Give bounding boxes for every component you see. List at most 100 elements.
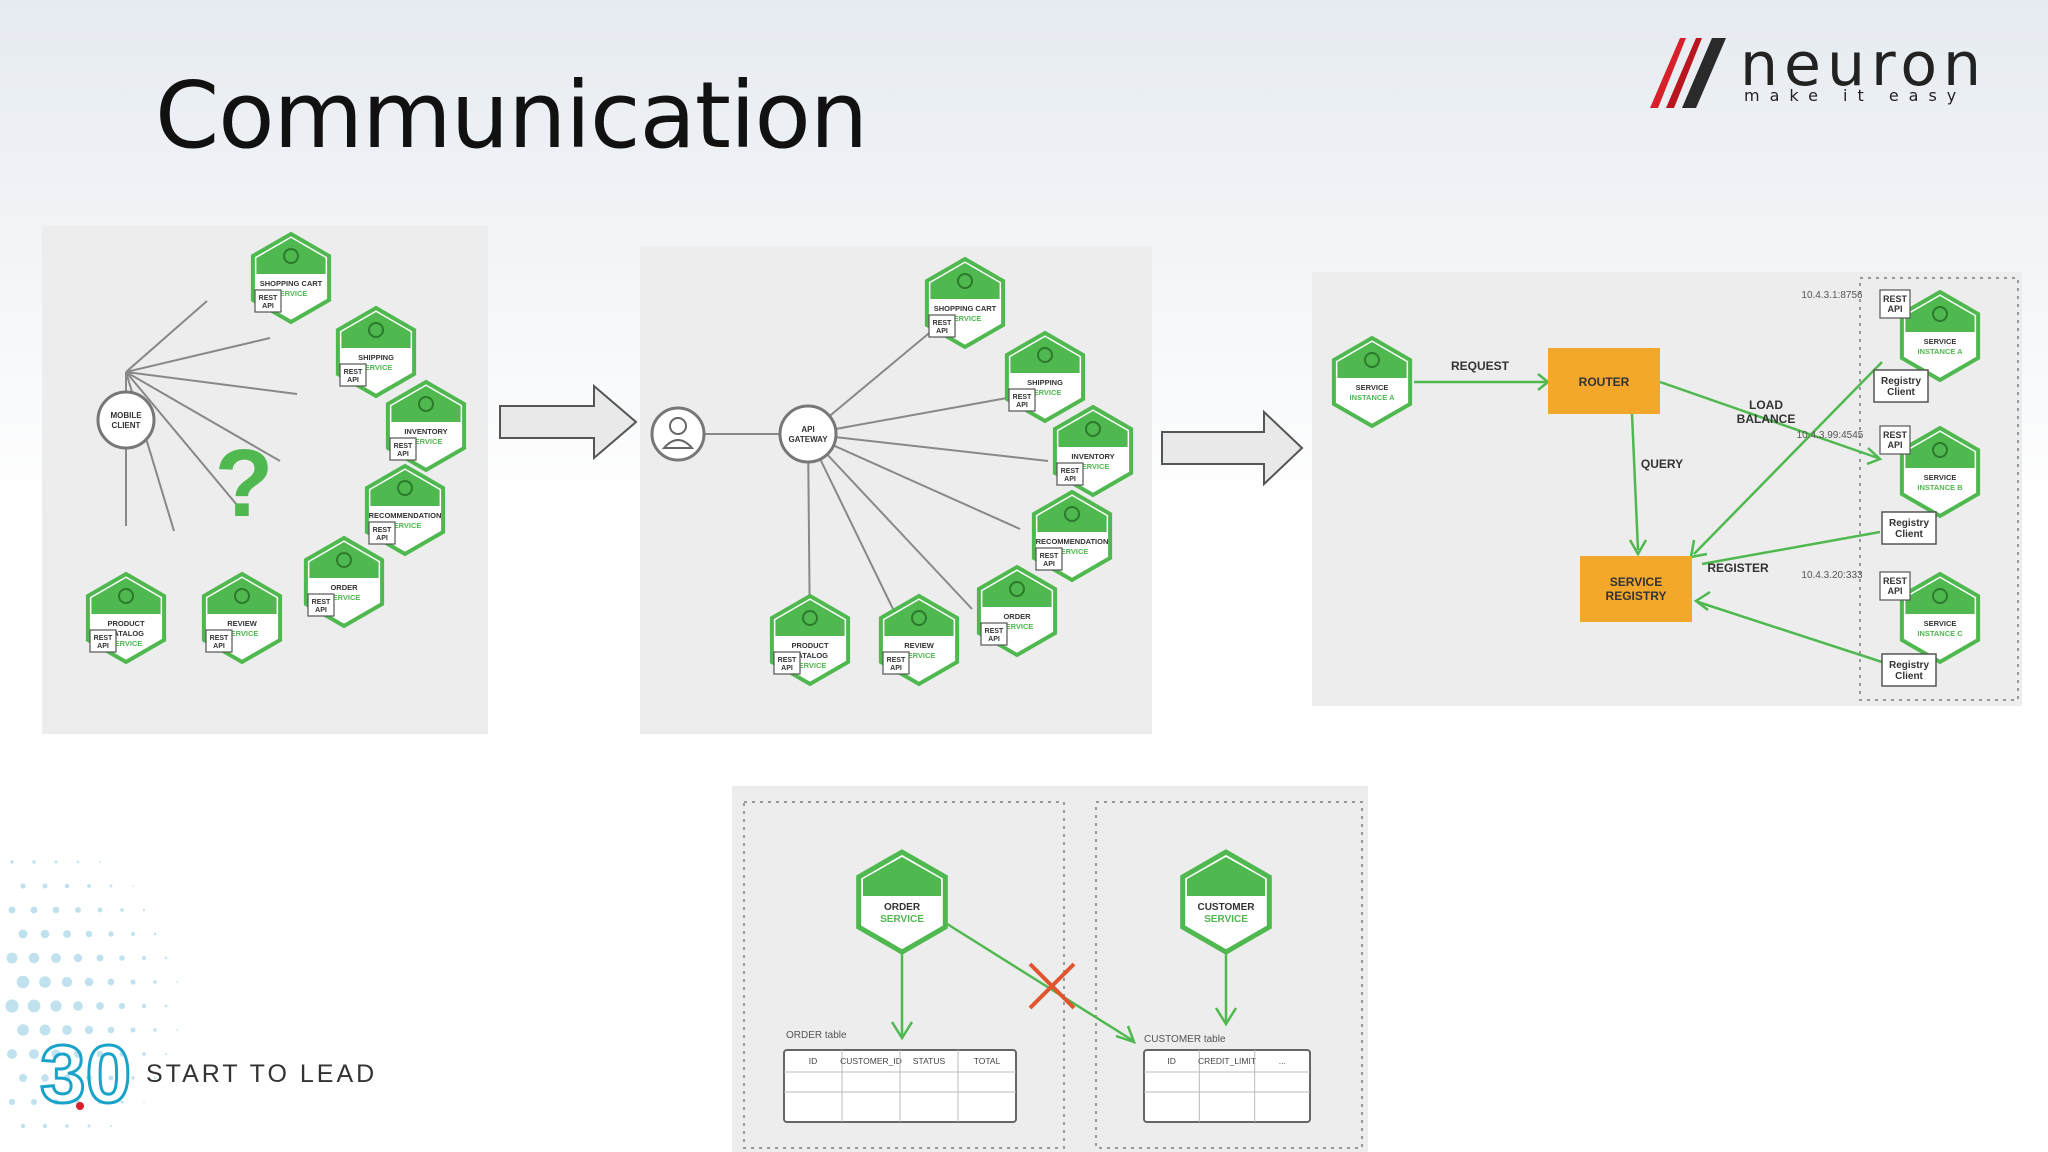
svg-text:Client: Client	[1895, 671, 1923, 682]
svg-text:REST: REST	[344, 369, 363, 376]
service-glyph-icon	[957, 273, 973, 289]
svg-text:Registry: Registry	[1889, 518, 1929, 529]
service-glyph-icon	[1932, 442, 1948, 458]
svg-text:REST: REST	[1883, 294, 1908, 304]
service-label: RECOMMENDATION	[369, 511, 442, 520]
svg-text:30: 30	[40, 1030, 131, 1116]
service-label: SERVICE	[226, 629, 259, 638]
svg-text:REST: REST	[887, 657, 906, 664]
service-label: PRODUCT	[107, 619, 145, 628]
service-glyph-icon	[1932, 588, 1948, 604]
svg-text:REST: REST	[933, 320, 952, 327]
svg-text:Client: Client	[1887, 387, 1915, 398]
thirty-logo: 30	[39, 1030, 133, 1116]
svg-text:API: API	[262, 303, 274, 310]
svg-text:API: API	[1043, 561, 1055, 568]
decorative-dots	[5, 860, 178, 1129]
svg-text:REST: REST	[259, 295, 278, 302]
svg-text:API: API	[1064, 476, 1076, 483]
service-label: INSTANCE A	[1350, 393, 1396, 402]
service-glyph-icon	[118, 588, 134, 604]
svg-text:REST: REST	[1040, 553, 1059, 560]
service-glyph-icon	[802, 610, 818, 626]
svg-text:API: API	[781, 665, 793, 672]
table-column-header: ID	[1167, 1056, 1176, 1066]
table-column-header: ...	[1279, 1056, 1286, 1066]
service-label: SERVICE	[794, 661, 827, 670]
footer-slogan: START TO LEAD	[146, 1060, 378, 1088]
svg-text:REST: REST	[1013, 394, 1032, 401]
svg-text:Client: Client	[1895, 529, 1923, 540]
service-label: CATALOG	[108, 629, 144, 638]
neuron-slash-icon	[1650, 38, 1726, 108]
svg-text:API: API	[890, 665, 902, 672]
service-glyph-icon	[911, 610, 927, 626]
svg-text:REST: REST	[778, 657, 797, 664]
flow-arrow-1	[499, 383, 638, 461]
svg-text:Registry: Registry	[1881, 376, 1921, 387]
service-label: SERVICE	[1001, 622, 1034, 631]
query-label: QUERY	[1641, 457, 1683, 471]
service-label: RECOMMENDATION	[1036, 537, 1109, 546]
service-label: SERVICE	[1356, 383, 1389, 392]
service-glyph-icon	[418, 396, 434, 412]
service-glyph-icon	[397, 480, 413, 496]
svg-text:Registry: Registry	[1889, 660, 1929, 671]
ip-c: 10.4.3.20:333	[1801, 570, 1863, 581]
svg-text:GATEWAY: GATEWAY	[788, 435, 828, 444]
table-column-header: STATUS	[913, 1056, 946, 1066]
service-label: INSTANCE C	[1917, 629, 1963, 638]
svg-text:API: API	[376, 535, 388, 542]
service-glyph-icon	[1009, 581, 1025, 597]
svg-text:API: API	[397, 451, 409, 458]
brand-tagline: make it easy	[1744, 86, 1967, 105]
flow-arrow-2	[1161, 409, 1304, 487]
service-label: CATALOG	[792, 651, 828, 660]
service-label: SERVICE	[1204, 914, 1248, 925]
svg-text:REST: REST	[1061, 468, 1080, 475]
service-label: SERVICE	[903, 651, 936, 660]
svg-text:ROUTER: ROUTER	[1579, 375, 1630, 389]
order-table-label: ORDER table	[786, 1030, 847, 1041]
service-label: SERVICE	[880, 914, 924, 925]
service-label: SERVICE	[949, 314, 982, 323]
svg-text:API: API	[97, 643, 109, 650]
registry-client-c: Registry Client	[1881, 653, 1937, 687]
svg-text:CLIENT: CLIENT	[112, 421, 141, 430]
svg-text:API: API	[801, 425, 814, 434]
service-label: SERVICE	[1077, 462, 1110, 471]
service-glyph-icon	[1064, 506, 1080, 522]
service-label: INVENTORY	[1071, 452, 1114, 461]
service-label: SERVICE	[389, 521, 422, 530]
service-label: ORDER	[884, 902, 921, 913]
svg-text:API: API	[1887, 440, 1902, 450]
ip-a: 10.4.3.1:8756	[1801, 290, 1863, 301]
user-node	[650, 406, 706, 462]
service-glyph-icon	[1037, 347, 1053, 363]
register-label: REGISTER	[1707, 561, 1769, 575]
cross-icon	[1028, 962, 1076, 1010]
svg-text:REST: REST	[373, 527, 392, 534]
service-label: SHOPPING CART	[260, 279, 323, 288]
svg-text:MOBILE: MOBILE	[110, 411, 142, 420]
